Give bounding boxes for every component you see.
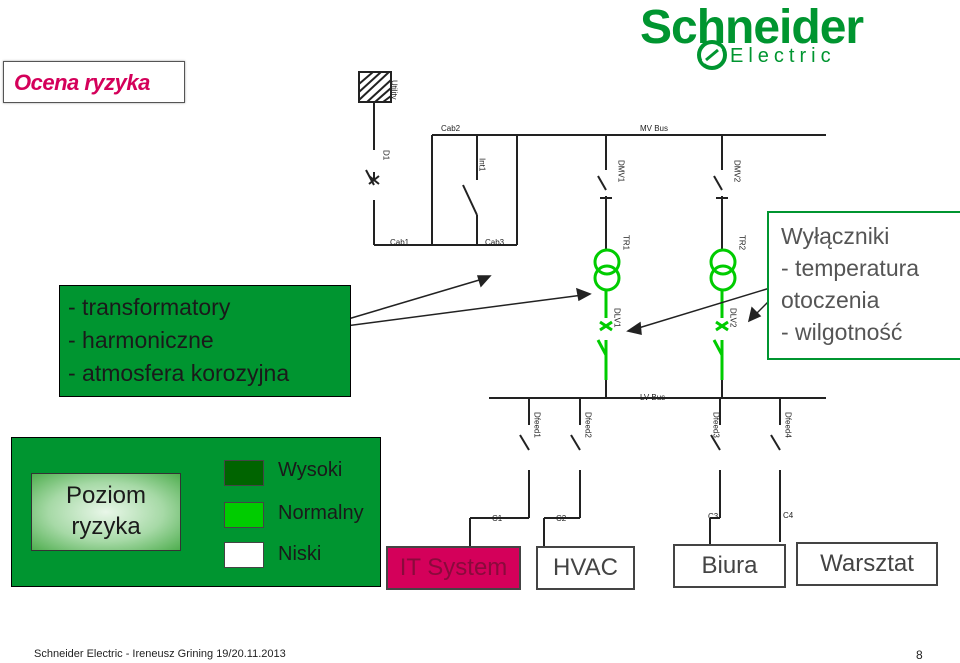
risk-level-title-box: Poziom ryzyka [31, 473, 181, 551]
utility-label: Utility [390, 80, 399, 100]
cab3-label: Cab3 [485, 238, 505, 247]
dfeed3-label: Dfeed3 [712, 412, 721, 438]
dlv1-label: DLV1 [613, 308, 622, 328]
legend-swatch-low [224, 542, 264, 568]
breakers-line-2: - temperatura [781, 255, 920, 281]
legend-swatch-normal [224, 502, 264, 528]
c2-label: C2 [556, 514, 567, 523]
risk-factor-2: - harmoniczne [68, 327, 214, 353]
c3-label: C3 [708, 512, 719, 521]
c4-label: C4 [783, 511, 794, 520]
lv-bus-label: LV Bus [640, 393, 665, 402]
tr2-label: TR2 [738, 235, 747, 251]
risk-legend: Poziom ryzyka Wysoki Normalny Niski [11, 437, 381, 587]
risk-level-title-1: Poziom [65, 482, 147, 509]
logo-wordmark: Schneider [640, 1, 864, 54]
load-biura: Biura [673, 544, 786, 588]
cab2-label: Cab2 [441, 124, 461, 133]
slide-title-box: Ocena ryzyka [3, 61, 185, 103]
load-it-system: IT System [386, 546, 521, 590]
cab1-label: Cab1 [390, 238, 410, 247]
dfeed1-label: Dfeed1 [533, 412, 542, 438]
legend-swatch-high [224, 460, 264, 486]
int1-label: Int1 [478, 158, 487, 172]
breakers-line-4: - wilgotność [781, 319, 903, 345]
legend-label-high: Wysoki [278, 459, 343, 481]
breakers-factors-box: Wyłączniki - temperatura otoczenia - wil… [767, 211, 960, 360]
risk-level-title-2: ryzyka [71, 513, 141, 540]
dmv1-label: DMV1 [617, 160, 626, 183]
legend-label-normal: Normalny [278, 502, 364, 524]
legend-label-low: Niski [278, 543, 322, 565]
load-hvac: HVAC [536, 546, 635, 590]
tr1-label: TR1 [622, 235, 631, 251]
footer-text: Schneider Electric - Ireneusz Grining 19… [34, 648, 286, 660]
dlv2-label: DLV2 [729, 308, 738, 328]
risk-factor-1: - transformatory [68, 294, 231, 320]
risk-factors-box: - transformatory - harmoniczne - atmosfe… [59, 285, 351, 397]
c1-label: C1 [492, 514, 503, 523]
dfeed2-label: Dfeed2 [584, 412, 593, 438]
dmv2-label: DMV2 [733, 160, 742, 183]
mv-bus-label: MV Bus [640, 124, 668, 133]
breakers-line-1: Wyłączniki [781, 223, 890, 249]
breakers-line-3: otoczenia [781, 287, 880, 313]
dfeed4-label: Dfeed4 [784, 412, 793, 438]
d1-label: D1 [382, 150, 391, 161]
logo-icon [697, 40, 727, 70]
risk-factor-3: - atmosfera korozyjna [68, 360, 290, 386]
logo-subtitle: Electric [730, 45, 836, 67]
page-number: 8 [916, 648, 923, 662]
load-warsztat: Warsztat [796, 542, 938, 586]
slide-title: Ocena ryzyka [14, 70, 150, 95]
